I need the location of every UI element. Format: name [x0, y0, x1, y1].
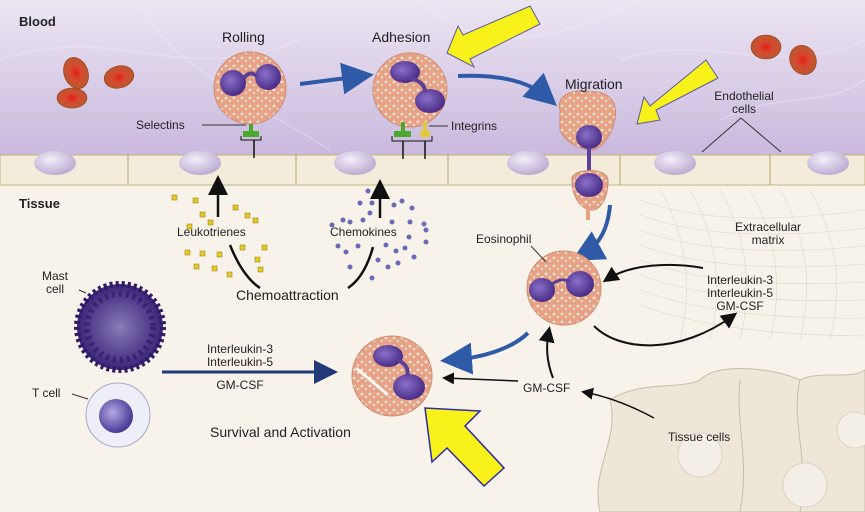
- stage-adhesion-label: Adhesion: [372, 29, 431, 45]
- integrins-label: Integrins: [451, 119, 498, 133]
- cytokines-left-gmcsf: GM-CSF: [216, 378, 264, 392]
- mast-cell-pointer: [78, 289, 87, 294]
- eosinophil-to-cytokine-arrow: [593, 312, 738, 347]
- rolling-to-adhesion-arrow: [299, 62, 374, 95]
- endothelial-cells-label: Endothelial cells: [714, 89, 774, 116]
- extracellular-matrix-label: Extracellular matrix: [734, 220, 802, 247]
- survival-activation-label: Survival and Activation: [210, 424, 351, 440]
- chemokines-label: Chemokines: [330, 225, 397, 239]
- selectin-molecule: [202, 124, 262, 158]
- selectins-label: Selectins: [136, 118, 185, 132]
- chemoattraction-label: Chemoattraction: [236, 287, 339, 303]
- cytokines-left-label: Interleukin-3 Interleukin-5: [206, 342, 274, 369]
- highlight-arrow-adhesion: [446, 5, 541, 69]
- chemokine-particles: [329, 188, 429, 281]
- integrin-molecules: [391, 122, 448, 159]
- rolling-eosinophil: [213, 51, 287, 125]
- leukotriene-particles: [171, 194, 268, 278]
- blood-label: Blood: [19, 14, 56, 29]
- t-cell: [85, 382, 151, 448]
- red-blood-cells: [56, 34, 817, 109]
- adhesion-to-migration-arrow: [457, 72, 557, 106]
- stage-migration-label: Migration: [565, 76, 623, 92]
- endothelial-pointer: [701, 117, 782, 153]
- mast-cell-label: Mast cell: [41, 269, 68, 296]
- stage-rolling-label: Rolling: [222, 29, 265, 45]
- migration-to-tissue-arrow: [571, 204, 612, 261]
- tissue-cells: [597, 368, 865, 512]
- cytokine-to-eosinophil-arrow: [602, 263, 704, 283]
- endothelium: [0, 154, 865, 186]
- eosinophil-label: Eosinophil: [476, 232, 532, 246]
- highlight-arrow-migration: [636, 59, 719, 125]
- tissuecells-to-gmcsf-arrow: [581, 387, 655, 419]
- mast-cell: [74, 281, 166, 373]
- leukotrienes-label: Leukotrienes: [177, 225, 246, 239]
- migrating-eosinophil: [558, 90, 617, 220]
- tissue-label: Tissue: [19, 196, 60, 211]
- endothelial-cell-nuclei: [34, 151, 849, 175]
- activated-eosinophil: [351, 335, 433, 417]
- tissue-eosinophil: [526, 250, 602, 326]
- chemoattraction-left-curve: [228, 244, 261, 290]
- gmcsf-to-eosinophil-arrow: [538, 326, 555, 379]
- highlight-arrow-activation: [424, 407, 506, 488]
- eosinophil-pointer: [530, 245, 547, 263]
- t-cell-label: T cell: [32, 386, 61, 400]
- t-cell-pointer: [71, 393, 89, 400]
- chemoattraction-right-curve: [347, 246, 375, 290]
- cytokines-right-label: Interleukin-3 Interleukin-5 GM-CSF: [706, 273, 774, 313]
- adhering-eosinophil: [372, 52, 448, 128]
- gmcsf-to-activated-arrow: [442, 372, 519, 385]
- tissue-cells-label: Tissue cells: [668, 430, 731, 444]
- eosinophil-to-activation-arrow: [440, 331, 530, 375]
- gmcsf-label: GM-CSF: [523, 381, 571, 395]
